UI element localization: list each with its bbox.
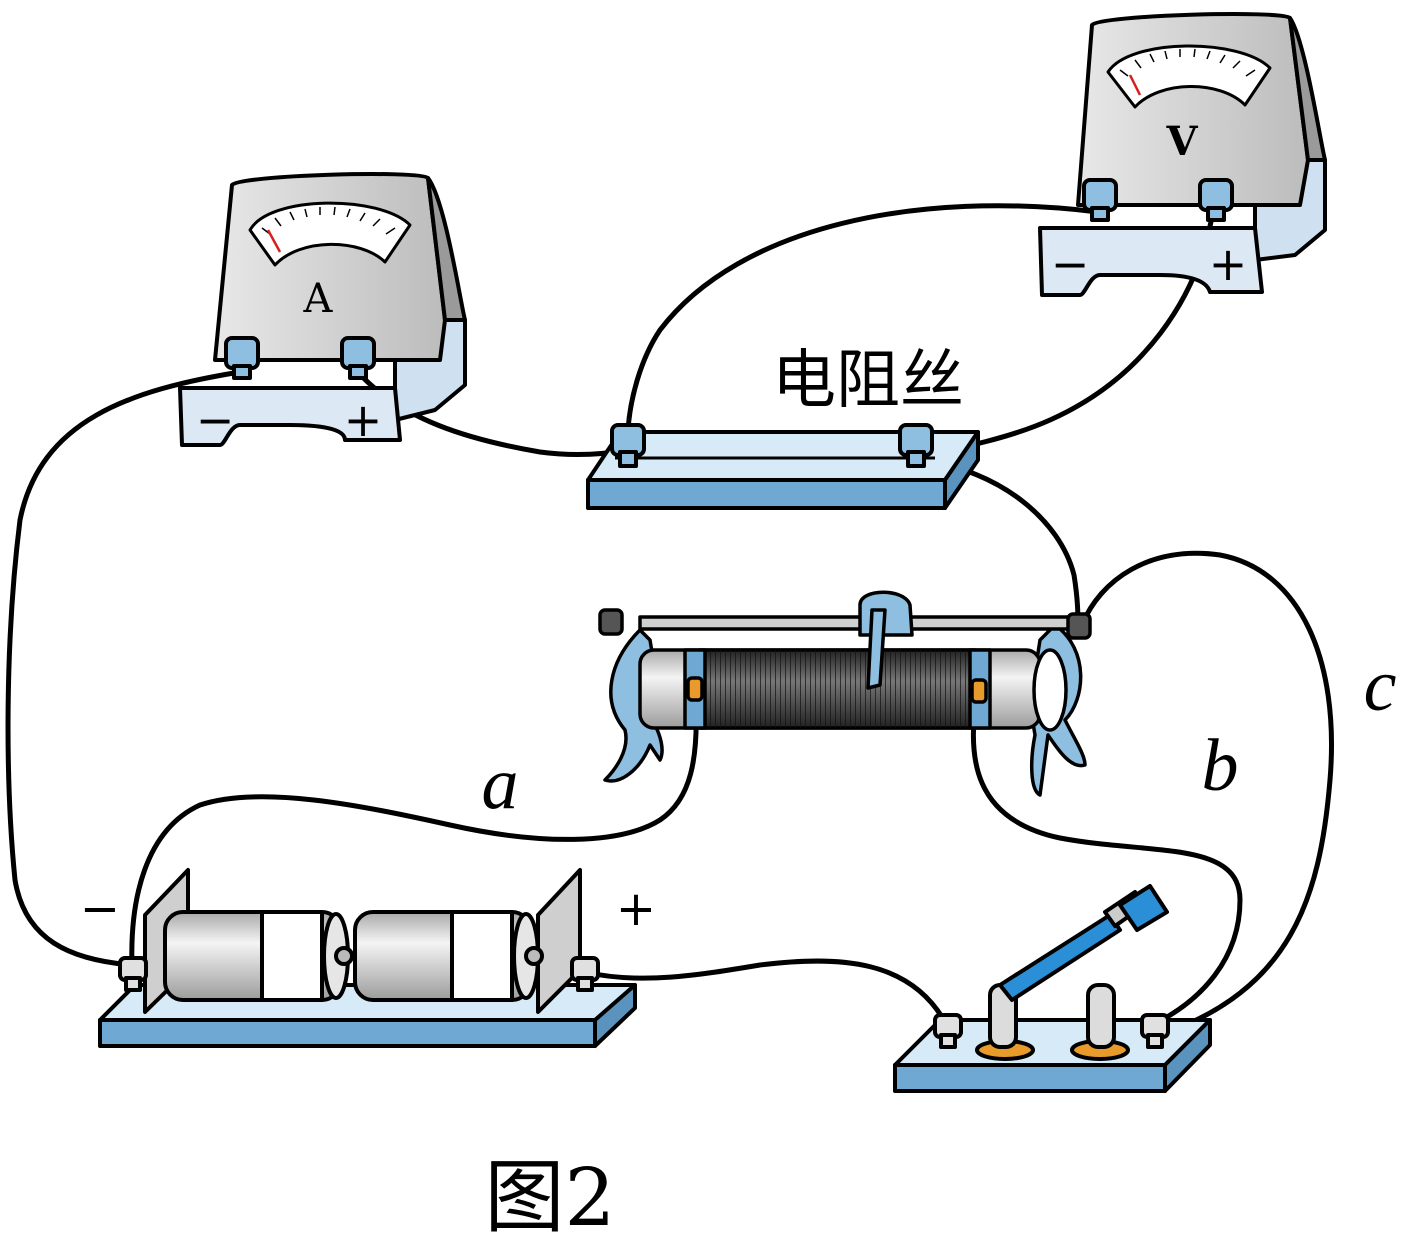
switch-left-terminal[interactable] — [933, 1013, 963, 1049]
wire-b-label: b — [1202, 725, 1239, 807]
voltmeter-pos-label: + — [1209, 237, 1248, 291]
wire-c — [1079, 550, 1334, 1038]
wire-wire-right-to-rheostat — [917, 457, 1081, 631]
voltmeter-neg-terminal[interactable] — [1082, 178, 1118, 222]
resistance-wire-board — [586, 423, 980, 510]
battery-pos-label: + — [616, 881, 656, 937]
ammeter-pos-terminal[interactable] — [340, 336, 376, 380]
rheostat-left-terminal[interactable] — [686, 676, 704, 702]
rheostat-slider[interactable] — [858, 590, 914, 690]
knife-switch — [893, 884, 1212, 1093]
ammeter-needle — [266, 229, 282, 253]
ammeter-neg-terminal[interactable] — [224, 336, 260, 380]
resistance-wire-label: 电阻丝 — [772, 344, 964, 418]
battery-cell-2 — [353, 910, 544, 1002]
ammeter-neg-label: − — [196, 393, 235, 447]
battery-neg-label: − — [80, 881, 120, 937]
battery-cell-1 — [163, 910, 354, 1002]
rheostat-right-terminal[interactable] — [970, 678, 988, 704]
voltmeter-pos-terminal[interactable] — [1198, 178, 1234, 222]
wire-voltmeter-neg-to-wire-left — [625, 203, 1101, 433]
wire-b — [970, 687, 1243, 1025]
wire-c-label: c — [1364, 645, 1397, 727]
resistance-wire-right-terminal[interactable] — [898, 423, 934, 468]
switch-right-terminal[interactable] — [1140, 1013, 1170, 1049]
battery-neg-terminal[interactable] — [118, 956, 148, 992]
wire-a — [129, 687, 699, 968]
ammeter-pos-label: + — [344, 393, 383, 447]
resistance-wire-left-terminal[interactable] — [610, 423, 646, 468]
figure-caption: 图2 — [485, 1151, 616, 1244]
wire-battery-pos-to-switch — [582, 958, 948, 1025]
voltmeter-neg-label: − — [1051, 237, 1090, 291]
rheostat-top-terminal[interactable] — [1066, 612, 1092, 640]
wire-ammeter-neg-to-battery-neg — [5, 369, 243, 968]
battery-pos-terminal[interactable] — [570, 956, 600, 992]
wire-a-label: a — [482, 743, 519, 825]
voltmeter-symbol: V — [1165, 118, 1198, 165]
ammeter-dial — [248, 201, 412, 267]
voltmeter: V − + — [1038, 12, 1327, 297]
ammeter-symbol: A — [303, 276, 334, 322]
battery-holder — [98, 868, 637, 1048]
rheostat — [598, 590, 1092, 797]
switch-blade[interactable] — [998, 884, 1169, 1002]
voltmeter-dial — [1106, 44, 1272, 109]
voltmeter-needle — [1128, 74, 1142, 96]
ammeter: A − + — [178, 172, 467, 447]
